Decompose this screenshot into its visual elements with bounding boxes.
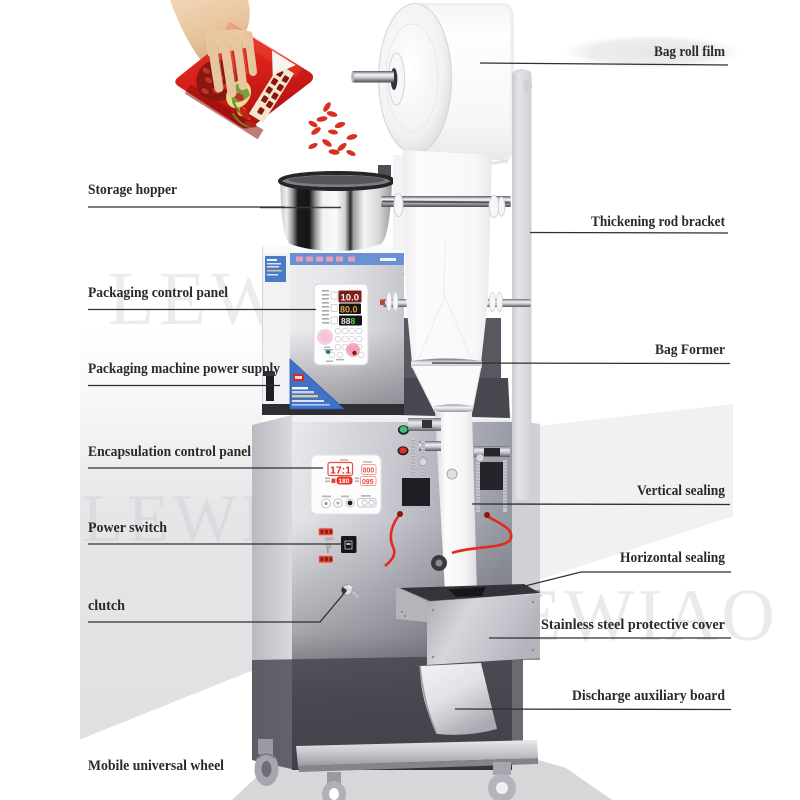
- svg-text:Packaging machine power supply: Packaging machine power supply: [88, 360, 280, 377]
- svg-text:Stainless steel protective cov: Stainless steel protective cover: [541, 616, 725, 633]
- svg-text:Horizontal sealing: Horizontal sealing: [620, 549, 725, 566]
- svg-text:10.0: 10.0: [341, 293, 360, 304]
- svg-text:Power switch: Power switch: [88, 519, 168, 536]
- svg-text:Storage hopper: Storage hopper: [88, 181, 177, 198]
- svg-text:17:1: 17:1: [330, 465, 351, 477]
- svg-text:Discharge auxiliary board: Discharge auxiliary board: [572, 687, 725, 704]
- svg-text:Bag roll film: Bag roll film: [654, 43, 725, 60]
- svg-text:888: 888: [341, 316, 355, 326]
- svg-text:180: 180: [339, 478, 350, 485]
- svg-text:Packaging control panel: Packaging control panel: [88, 284, 228, 301]
- svg-text:Encapsulation control panel: Encapsulation control panel: [88, 443, 251, 460]
- svg-text:Bag Former: Bag Former: [655, 341, 725, 358]
- svg-text:OFF: OFF: [325, 537, 334, 542]
- svg-text:Vertical sealing: Vertical sealing: [637, 482, 725, 499]
- svg-text:clutch: clutch: [88, 597, 126, 614]
- svg-text:Mobile universal wheel: Mobile universal wheel: [88, 757, 224, 774]
- svg-text:Thickening rod bracket: Thickening rod bracket: [591, 213, 725, 230]
- svg-text:80.0: 80.0: [340, 305, 358, 315]
- svg-text:095: 095: [362, 479, 374, 486]
- svg-text:000: 000: [363, 468, 375, 475]
